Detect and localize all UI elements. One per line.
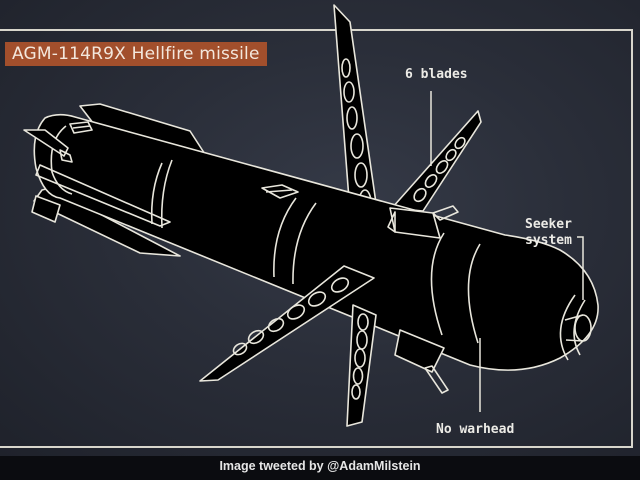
label-warhead: No warhead [436,422,515,437]
rail-lug-mid [261,184,299,199]
blade-lower-left [199,265,375,382]
caption-band [0,456,640,480]
image-caption: Image tweeted by @AdamMilstein [219,459,421,473]
rail-lug-rear [69,121,93,134]
blade-lower [346,304,377,427]
label-seeker-line2: system [525,233,572,248]
label-seeker-line1: Seeker [525,217,572,232]
blade-upper-right [391,110,482,212]
missile-body [33,113,599,371]
seeker-nose [559,294,592,361]
missile-illustration [23,4,599,427]
diagram-title: AGM-114R9X Hellfire missile [5,42,267,66]
leader-seeker [577,236,584,300]
label-blades: 6 blades [405,67,468,82]
diagram-frame [0,29,633,448]
